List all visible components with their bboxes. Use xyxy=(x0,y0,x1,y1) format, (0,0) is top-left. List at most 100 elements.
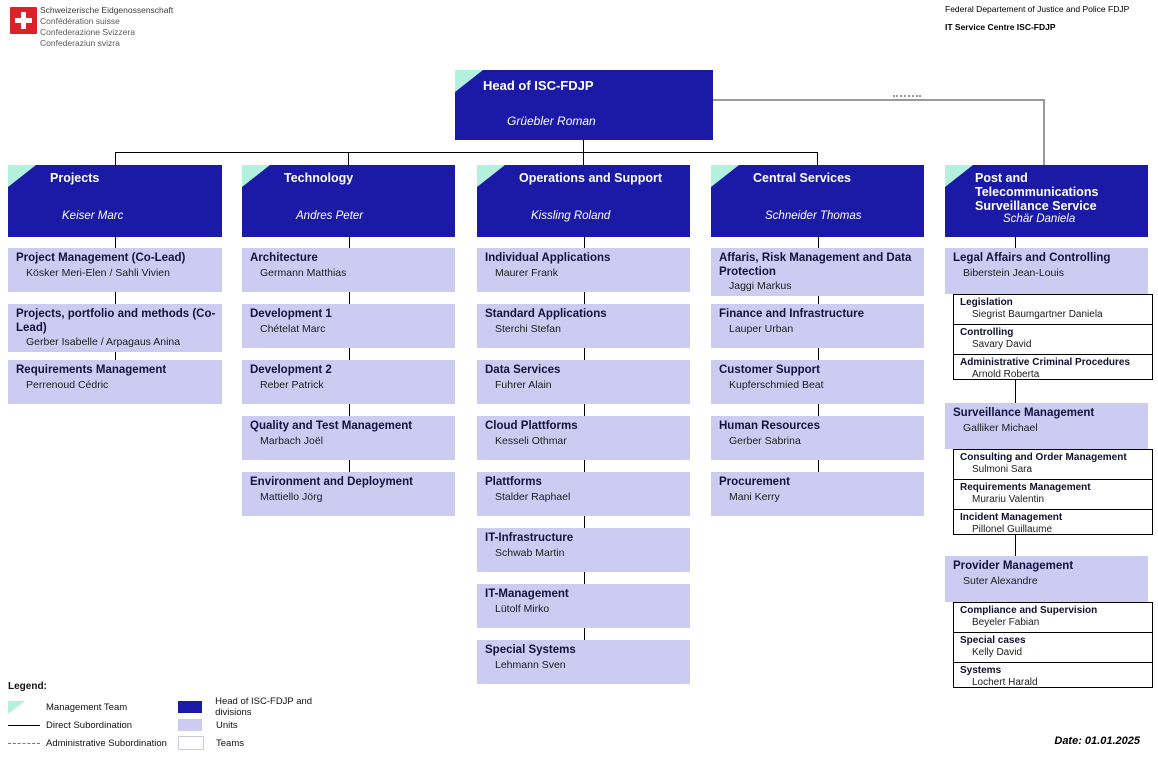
legend-item: Management Team xyxy=(8,700,178,714)
unit-title: Cloud Plattforms xyxy=(485,420,578,432)
unit-head-name: Lauper Urban xyxy=(729,322,794,335)
management-team-triangle-icon xyxy=(242,165,270,187)
unit-head-name: Marbach Joël xyxy=(260,434,324,447)
connector-line xyxy=(583,140,584,153)
unit-title: IT-Infrastructure xyxy=(485,532,574,544)
legend-label: Management Team xyxy=(46,701,128,713)
unit-title: Architecture xyxy=(250,252,318,264)
team-lead-name: Lochert Harald xyxy=(972,677,1038,688)
unit-head-name: Schwab Martin xyxy=(495,546,565,559)
unit-box: Projects, portfolio and methods (Co-Lead… xyxy=(8,304,222,352)
unit-title: Legal Affairs and Controlling xyxy=(953,252,1111,264)
division-title: Technology xyxy=(284,171,354,185)
unit-head-name: Galliker Michael xyxy=(963,421,1038,434)
legend-label: Administrative Subordination xyxy=(46,737,167,749)
unit-title: Human Resources xyxy=(719,420,820,432)
head-title: Head of ISC-FDJP xyxy=(483,78,594,93)
unit-title: Data Services xyxy=(485,364,561,376)
administrative-connector-line xyxy=(713,99,1045,101)
management-team-triangle-icon xyxy=(477,165,505,187)
connector-line xyxy=(115,152,818,153)
division-title: Central Services xyxy=(753,171,851,185)
team-title: Administrative Criminal Procedures xyxy=(960,357,1131,368)
unit-title: Standard Applications xyxy=(485,308,607,320)
connector-line xyxy=(349,237,350,476)
unit-title: Plattforms xyxy=(485,476,542,488)
wordmark-line: Schweizerische Eidgenossenschaft xyxy=(40,5,174,15)
team-color-swatch xyxy=(178,736,216,750)
unit-title: IT-Management xyxy=(485,588,569,600)
unit-title: Special Systems xyxy=(485,644,576,656)
team-title: Legislation xyxy=(960,297,1013,308)
unit-title: Provider Management xyxy=(953,560,1074,572)
team-lead-name: Savary David xyxy=(972,339,1032,350)
connector-line xyxy=(115,152,116,165)
unit-head-name: Kupferschmied Beat xyxy=(729,378,824,391)
team-lead-name: Sulmoni Sara xyxy=(972,464,1033,475)
connector-line xyxy=(1015,237,1016,560)
swiss-cross-icon xyxy=(15,18,32,23)
wordmark-line: Confédération suisse xyxy=(40,16,120,26)
connector-line xyxy=(348,152,349,165)
division-head-name: Andres Peter xyxy=(296,210,364,222)
unit-title: Project Management (Co-Lead) xyxy=(16,252,186,264)
unit-head-name: Biberstein Jean-Louis xyxy=(963,266,1064,279)
department-name: Federal Departement of Justice and Polic… xyxy=(945,4,1130,14)
division-title: Projects xyxy=(50,171,100,185)
wordmark-line: Confederaziun svizra xyxy=(40,38,120,48)
unit-head-name: Suter Alexandre xyxy=(963,574,1038,587)
head-box: Head of ISC-FDJP Grüebler Roman xyxy=(455,70,713,140)
legend-row: Direct Subordination Units xyxy=(8,716,438,734)
unit-box: Project Management (Co-Lead) Kösker Meri-… xyxy=(8,248,222,292)
unit-head-name: Mani Kerry xyxy=(729,490,780,503)
unit-head-name: Gerber Isabelle / Arpagaus Anina xyxy=(26,336,181,348)
division-title: Post and Telecommunications Surveillance… xyxy=(975,171,1099,213)
team-title: Requirements Management xyxy=(960,482,1091,493)
unit-head-name: Sterchi Stefan xyxy=(495,322,561,335)
unit-head-name: Germann Matthias xyxy=(260,266,347,279)
legend: Legend: Management Team Head of ISC-FDJP… xyxy=(8,681,438,752)
management-team-triangle-icon xyxy=(945,165,973,187)
team-lead-name: Beyeler Fabian xyxy=(972,617,1040,628)
management-team-triangle-icon xyxy=(455,70,483,92)
connector-line xyxy=(583,152,584,165)
legend-row: Administrative Subordination Teams xyxy=(8,734,438,752)
date-label: Date: 01.01.2025 xyxy=(1054,735,1140,747)
unit-head-name: Kösker Meri-Elen / Sahli Vivien xyxy=(26,266,170,279)
unit-color-swatch xyxy=(178,719,216,731)
administrative-dots xyxy=(893,95,921,97)
division-color-swatch xyxy=(178,701,215,713)
unit-title: Development 2 xyxy=(250,364,332,376)
unit-title: Projects, portfolio and methods (Co-Lead… xyxy=(16,308,216,334)
team-title: Incident Management xyxy=(960,512,1063,523)
unit-head-name: Maurer Frank xyxy=(495,266,559,279)
dashed-line-icon xyxy=(8,742,46,744)
division-title: Operations and Support xyxy=(519,171,663,185)
legend-label: Head of ISC-FDJP and divisions xyxy=(215,696,313,718)
unit-head-name: Lehmann Sven xyxy=(495,658,566,671)
confederation-wordmark: Schweizerische Eidgenossenschaft Confédé… xyxy=(40,5,173,49)
unit-head-name: Jaggi Markus xyxy=(729,280,792,292)
division-head-name: Schneider Thomas xyxy=(765,210,862,222)
